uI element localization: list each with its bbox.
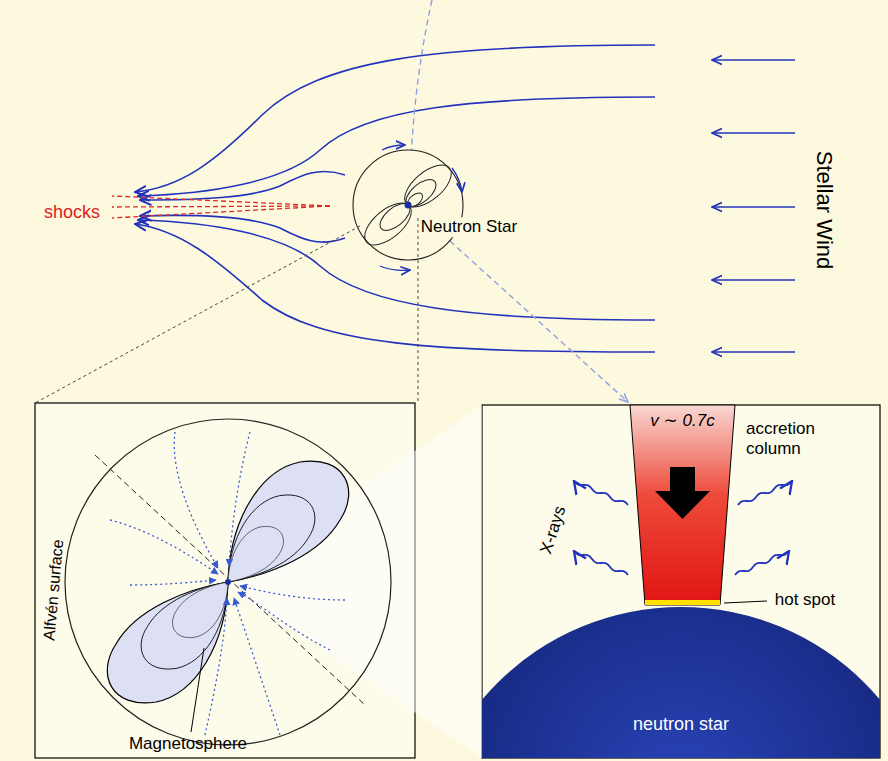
inflow-line (174, 432, 218, 568)
shock-label: shocks (44, 202, 100, 223)
streamlines (135, 45, 655, 352)
xray-arrow (574, 481, 628, 505)
magnetosphere-lobe (107, 582, 228, 703)
wind-arrow (712, 351, 795, 352)
flow-arrows (380, 145, 462, 270)
xray-arrow (735, 551, 789, 575)
wind-label: Stellar Wind (811, 151, 836, 270)
wind-arrow (712, 132, 795, 133)
neutron-star-dot (225, 579, 231, 585)
inflow-line (229, 432, 250, 566)
flow-arrow (452, 168, 462, 192)
leader-line (724, 601, 767, 603)
wind-arrows (712, 60, 795, 352)
inflow-line (238, 592, 330, 650)
field-lines (141, 495, 315, 669)
field-loop (398, 157, 459, 214)
xray-arrow (574, 551, 628, 575)
shock-line (112, 196, 330, 206)
node-text: neutron star (633, 714, 729, 735)
magnetosphere-lobe (228, 461, 349, 582)
hot-spot (645, 600, 720, 605)
field-loop (405, 190, 425, 209)
field-loops (358, 157, 459, 252)
star-body (482, 607, 880, 758)
wind-arrow (712, 206, 795, 207)
neutron-star-dot (405, 202, 412, 209)
streamline (140, 215, 345, 242)
magnetosphere-label: Magnetosphere (129, 734, 247, 754)
field-line (172, 582, 228, 638)
flow-arrow (382, 145, 405, 150)
inflow-line (240, 586, 345, 600)
streamline (140, 171, 345, 200)
inflow-line (205, 598, 227, 735)
field-loop (375, 199, 414, 236)
shock-line (112, 206, 330, 207)
column-shape (630, 405, 735, 605)
field-line (141, 582, 228, 669)
shock-lines (112, 196, 330, 218)
field-loop (358, 195, 419, 252)
node-heading: accretion column (746, 419, 838, 458)
star-label: Neutron Star (419, 217, 519, 237)
hotspot-label: hot spot (775, 590, 836, 610)
inflow-line (110, 520, 218, 574)
column-body (630, 405, 735, 605)
zoom-wedge (228, 405, 482, 758)
flow-arrow (380, 266, 410, 270)
infall-arrow (655, 467, 710, 519)
inflow-lines (110, 432, 345, 735)
inflow-line (234, 598, 280, 735)
wind-arrow (712, 59, 795, 60)
alfven-circle (353, 150, 463, 260)
leader-line (191, 648, 204, 732)
zoom-line (418, 218, 419, 403)
field-loop (401, 175, 440, 212)
magnetic-equator (95, 455, 365, 705)
shock-line (112, 206, 330, 218)
accretion-column: v ∼ 0.7caccretion column (630, 405, 735, 605)
neutron-star-surface: neutron star (482, 602, 880, 758)
inflow-line (130, 580, 216, 585)
dome-shape (482, 602, 880, 758)
field-line (228, 495, 315, 582)
zoom-lines (35, 218, 418, 403)
xray-arrow (738, 481, 792, 505)
node-text: v ∼ 0.7c (650, 411, 714, 431)
field-line (228, 526, 284, 582)
zoom-line (35, 226, 360, 403)
alfven-surface (65, 419, 391, 745)
wind-arrow (712, 279, 795, 280)
